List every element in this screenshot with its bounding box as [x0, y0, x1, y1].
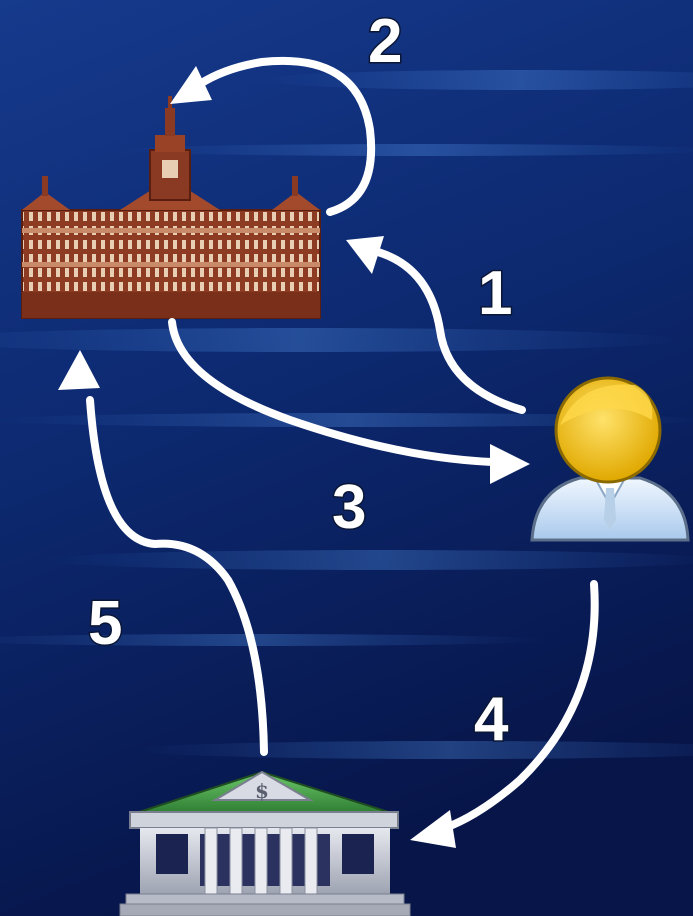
- svg-text:$: $: [255, 779, 269, 803]
- step-label-1: 1: [478, 259, 512, 328]
- step-label-2: 2: [368, 7, 402, 76]
- step-label-5: 5: [88, 589, 122, 658]
- step-label-4: 4: [474, 685, 509, 754]
- step-label-3: 3: [332, 473, 366, 542]
